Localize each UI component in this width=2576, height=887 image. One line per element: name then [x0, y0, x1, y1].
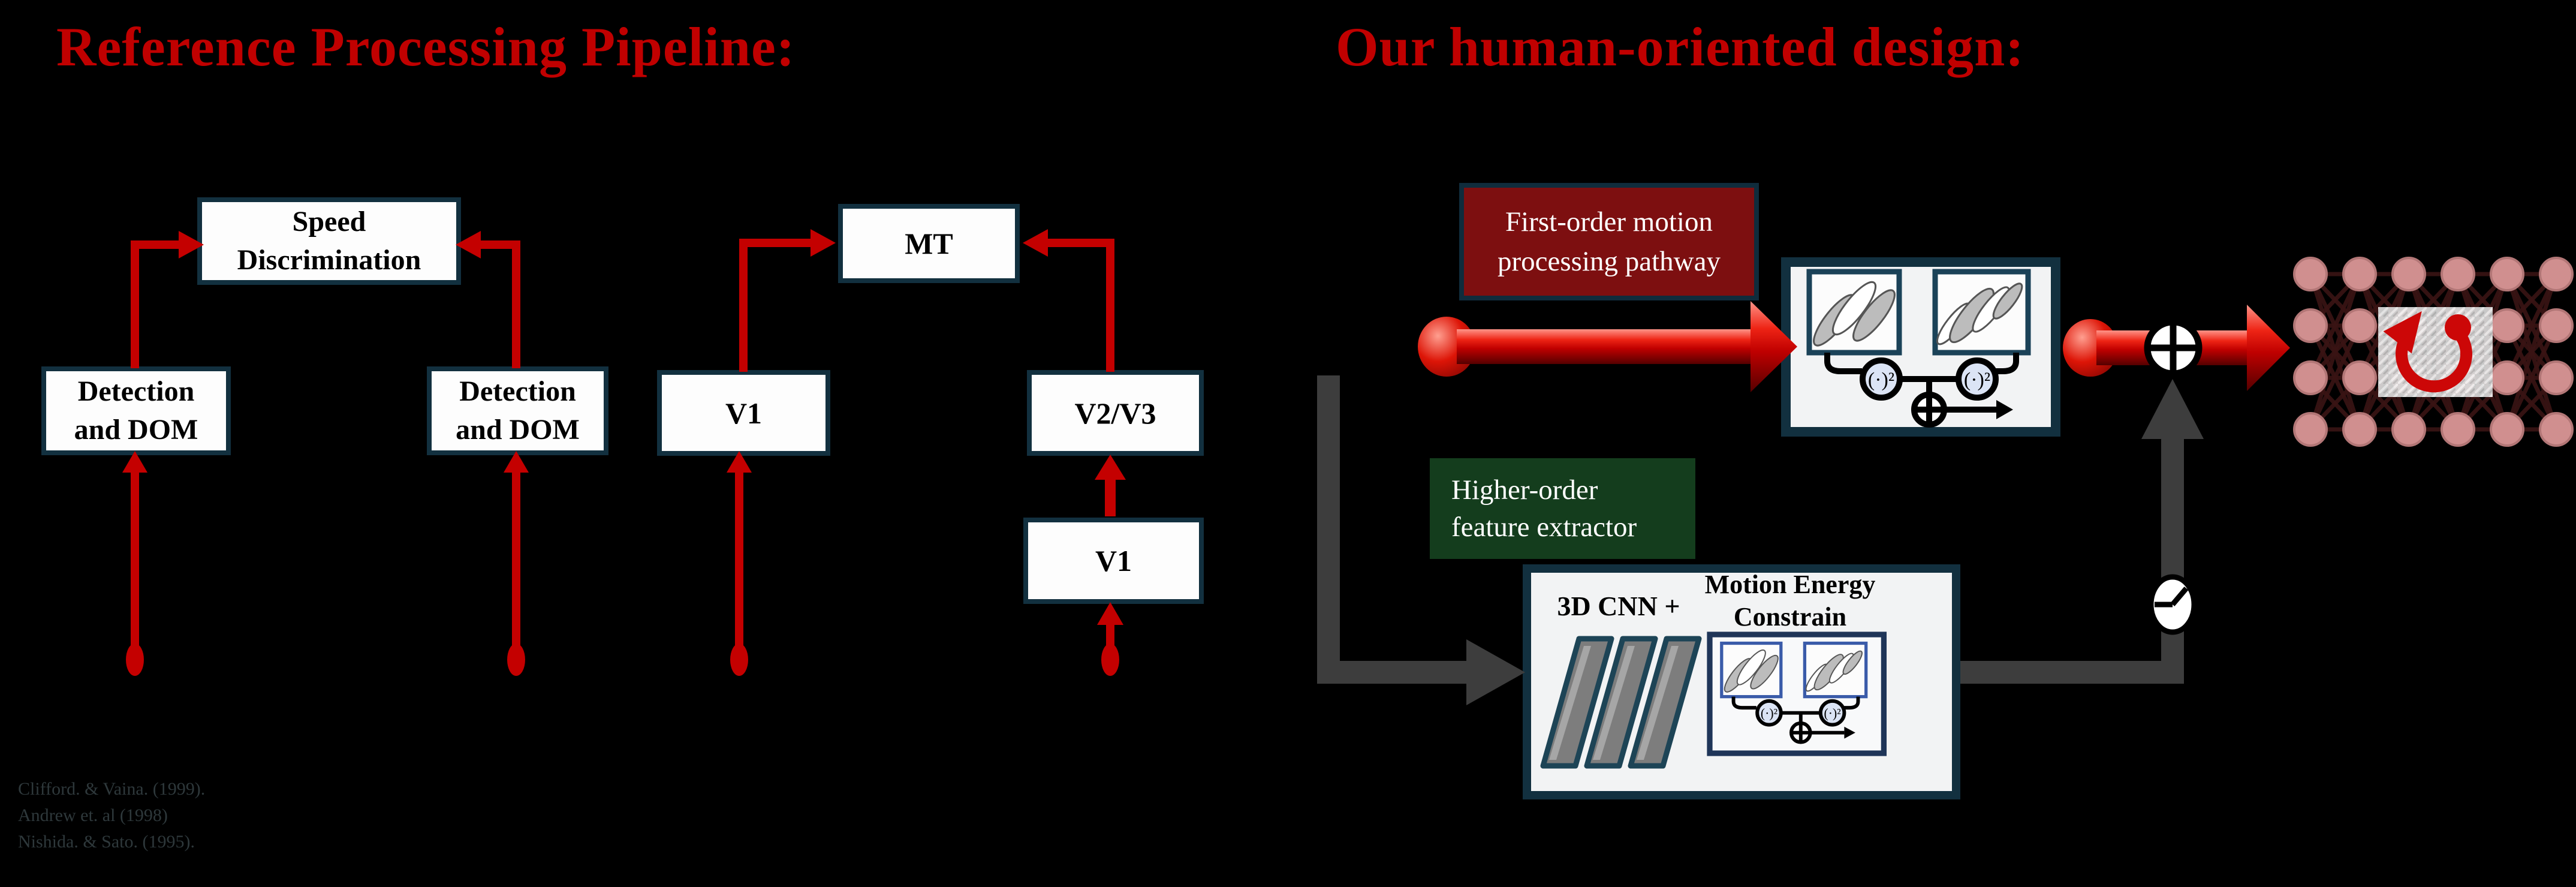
box-label: Detection: [77, 375, 195, 407]
network-node: [2391, 412, 2426, 447]
arrow-det1-to-speed: [131, 231, 204, 368]
network-node: [2441, 308, 2475, 343]
network-node: [2391, 308, 2426, 343]
me-constrain-label: Motion Energy Constrain: [1700, 569, 1880, 633]
network-node: [2539, 308, 2574, 343]
box-label: and DOM: [456, 414, 580, 446]
network-node: [2293, 308, 2328, 343]
box-label: and DOM: [74, 414, 198, 446]
network-node: [2441, 360, 2475, 395]
network-node: [2490, 308, 2524, 343]
first-order-pathway-box: First-order motion processing pathway: [1459, 183, 1759, 300]
network-node: [2342, 412, 2377, 447]
stimulus-dot: [1101, 644, 1119, 676]
v2v3-box: V2/V3: [1027, 370, 1204, 456]
network-node: [2342, 257, 2377, 291]
stimulus-dot: [730, 644, 748, 676]
network-node: [2441, 412, 2475, 447]
sum-junction-icon: [2144, 318, 2203, 377]
arrow-v1b-to-v2v3: [1095, 455, 1126, 516]
speed-discrimination-box: Speed Discrimination: [197, 197, 461, 285]
network-node: [2342, 360, 2377, 395]
network-node: [2490, 360, 2524, 395]
citation-line: Clifford. & Vaina. (1999).: [18, 779, 206, 799]
network-node: [2342, 308, 2377, 343]
network-node: [2293, 257, 2328, 291]
v1-box-left: V1: [657, 370, 830, 456]
stimulus-patch: [2378, 307, 2493, 397]
first-order-arrow: [1418, 301, 1797, 392]
nn-mesh: [2293, 257, 2574, 447]
input-ball-icon: [1418, 317, 1475, 377]
arrow-v2v3-to-mt: [1023, 229, 1114, 372]
network-node: [2293, 412, 2328, 447]
box-label: feature extractor: [1451, 512, 1637, 543]
box-label: Higher-order: [1451, 474, 1598, 506]
right-panel-title: Our human-oriented design:: [1336, 16, 2024, 77]
citation-line: Andrew et. al (1998): [18, 805, 168, 825]
input-stalk-v1: [727, 451, 752, 676]
network-node: [2539, 257, 2574, 291]
box-label: Speed: [292, 206, 366, 237]
box-label: Detection: [459, 375, 576, 407]
network-node: [2391, 360, 2426, 395]
network-node: [2490, 257, 2524, 291]
network-node: [2391, 257, 2426, 291]
v1-box-bottom: V1: [1023, 518, 1204, 604]
citation-line: Nishida. & Sato. (1995).: [18, 832, 195, 852]
network-node: [2441, 257, 2475, 291]
mt-box: MT: [838, 204, 1020, 283]
citations: Clifford. & Vaina. (1999). Andrew et. al…: [18, 776, 205, 855]
input-stalk-det2: [504, 451, 529, 676]
box-label: First-order motion: [1505, 206, 1713, 237]
box-label: V1: [1095, 544, 1132, 578]
box-label: processing pathway: [1498, 246, 1721, 277]
output-ball-icon: [2063, 319, 2118, 377]
network-node: [2293, 360, 2328, 395]
box-label: Discrimination: [237, 244, 421, 276]
stimulus-dot: [507, 644, 525, 676]
left-panel-title: Reference Processing Pipeline:: [56, 16, 796, 77]
network-node: [2490, 412, 2524, 447]
higher-order-extractor-box: Higher-order feature extractor: [1430, 458, 1695, 559]
me-constrain-line: Constrain: [1733, 602, 1847, 632]
box-label: MT: [905, 227, 953, 260]
arrow-v1-to-mt: [739, 229, 836, 372]
arrow-det2-to-speed: [456, 231, 520, 368]
detection-dom-box-1: Detection and DOM: [41, 366, 231, 455]
detection-dom-box-2: Detection and DOM: [427, 366, 608, 455]
pathway-combination-arrow: [2063, 305, 2290, 391]
cnn-label: 3D CNN +: [1557, 591, 1680, 621]
rotation-arrow-icon: [2383, 311, 2472, 393]
network-node: [2539, 360, 2574, 395]
network-node: [2539, 412, 2574, 447]
input-stalk-v1b: [1097, 602, 1123, 676]
box-label: V2/V3: [1074, 396, 1156, 430]
box-label: V1: [725, 396, 763, 430]
motion-energy-detector-box: [1781, 257, 2060, 437]
clock-icon: [2148, 574, 2197, 635]
input-stalk-det1: [122, 451, 147, 676]
stimulus-dot: [126, 644, 144, 676]
me-constrain-line: Motion Energy: [1704, 570, 1876, 599]
